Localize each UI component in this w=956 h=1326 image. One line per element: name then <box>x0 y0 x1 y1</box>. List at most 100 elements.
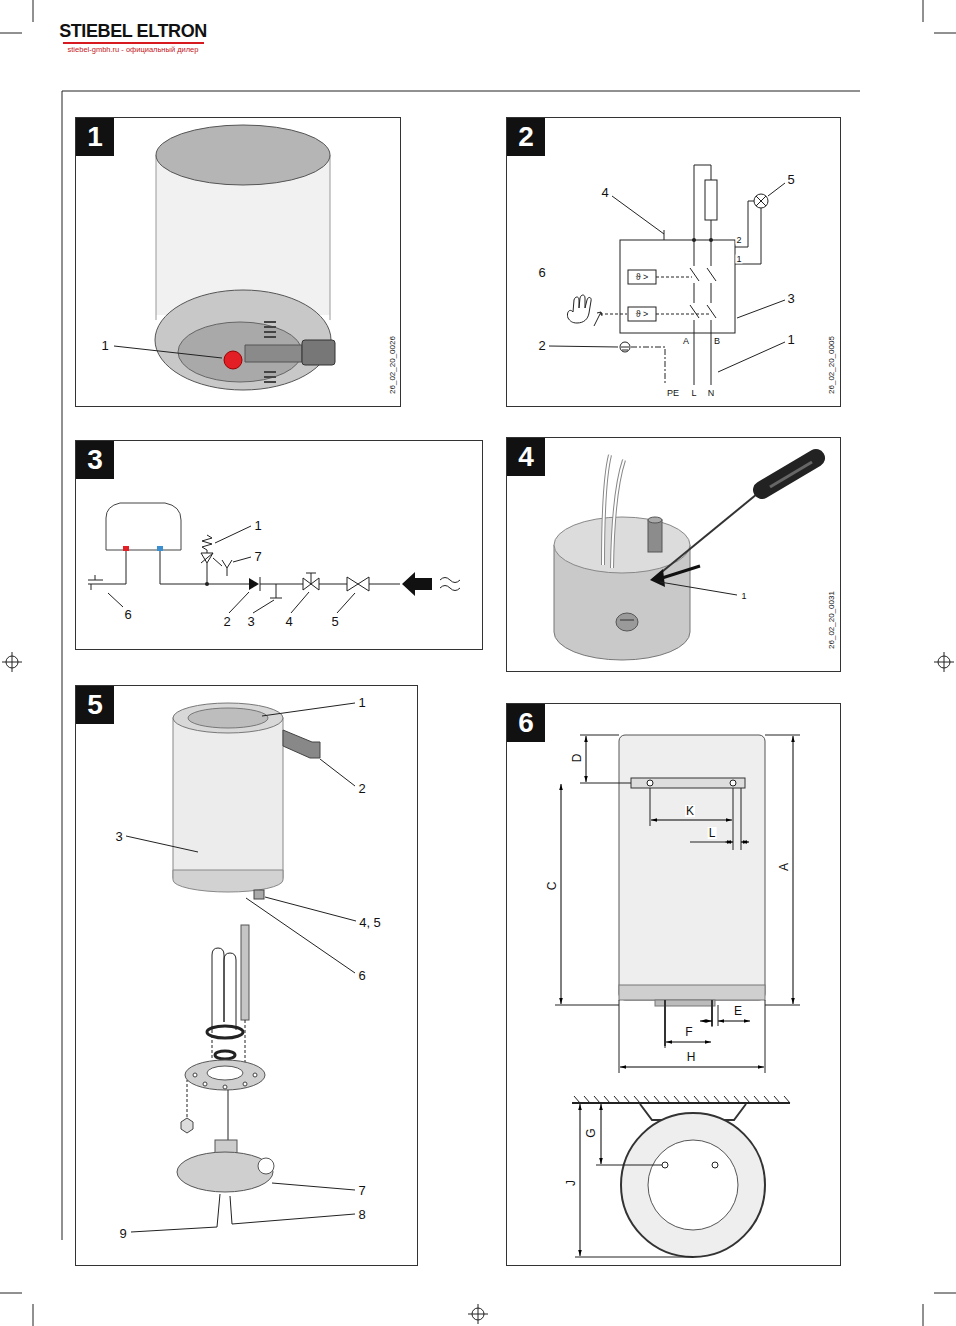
illustration-part <box>157 546 163 551</box>
illustration-part <box>793 736 794 1004</box>
illustration-part <box>594 312 602 326</box>
illustration-part <box>178 322 302 382</box>
illustration-part <box>440 578 460 591</box>
figure-panel: 2 <box>506 117 841 407</box>
illustration-part <box>628 270 656 284</box>
mains-label: L <box>690 389 697 398</box>
illustration-part <box>567 295 591 323</box>
callout-number: 6 <box>537 266 546 279</box>
illustration-part <box>173 703 283 733</box>
illustration-part <box>212 948 236 1030</box>
illustration-part <box>549 165 785 385</box>
illustration-part <box>737 300 785 318</box>
illustration-part <box>207 1026 243 1038</box>
drawing-code: 26_02_20_0031 <box>828 590 836 650</box>
callout-number: 5 <box>330 615 339 628</box>
illustration-part <box>561 784 562 1004</box>
thermostat-symbol: ϑ > <box>635 273 650 282</box>
dimension-label: E <box>733 1005 743 1017</box>
illustration-part <box>131 1194 220 1232</box>
illustration-part <box>207 563 208 584</box>
illustration-part <box>306 573 316 584</box>
illustration-part <box>631 347 665 385</box>
drawing-code: 26_02_20_0005 <box>828 335 836 395</box>
illustration-part <box>648 517 662 523</box>
illustration-part <box>291 592 309 613</box>
illustration-part <box>230 1196 355 1224</box>
illustration-part <box>88 575 103 590</box>
panel-number: 3 <box>76 441 114 479</box>
illustration-part <box>628 307 656 321</box>
illustration-part <box>126 836 198 852</box>
illustration-part <box>934 652 954 672</box>
drawing-code: 26_02_20_0026 <box>389 335 397 395</box>
illustration-part <box>620 1067 764 1068</box>
illustration-part <box>63 42 204 44</box>
illustration-part <box>662 1162 668 1168</box>
callout-number: 9 <box>118 1227 127 1240</box>
callout-number: 1 <box>740 592 747 601</box>
mains-label: PE <box>666 389 680 398</box>
callout-number: 4 <box>284 615 293 628</box>
illustration-part <box>88 503 460 613</box>
figure-panel: 1 <box>75 117 401 407</box>
illustration-part <box>612 196 664 240</box>
illustration-part <box>619 985 765 1000</box>
callout-number: 6 <box>357 969 366 982</box>
illustration-part <box>173 870 283 892</box>
panel-number: 2 <box>507 118 545 156</box>
callout-number: 1 <box>100 339 109 352</box>
illustration-part <box>258 1158 274 1174</box>
illustration-part <box>265 897 356 921</box>
illustration-part <box>586 736 587 782</box>
illustration-part <box>631 778 745 788</box>
illustration-part <box>173 718 283 878</box>
illustration-part <box>241 925 249 1020</box>
illustration-part <box>718 1005 719 1026</box>
dimension-label: D <box>571 753 583 764</box>
illustration-part <box>705 180 717 220</box>
illustration-part <box>207 1066 243 1080</box>
illustration-part <box>620 620 634 621</box>
illustration-part <box>580 1104 581 1256</box>
illustration-part <box>603 455 624 568</box>
illustration-part <box>662 566 700 578</box>
illustration-part <box>272 1183 355 1190</box>
illustration-part <box>709 238 713 242</box>
illustration-part <box>253 600 274 613</box>
illustration-part <box>718 342 785 372</box>
illustration-part <box>123 546 129 551</box>
dimension-label: L <box>708 827 717 839</box>
illustration-part <box>347 577 369 591</box>
illustration-part <box>666 1042 711 1043</box>
illustration-part <box>762 458 816 490</box>
callout-number: 4 <box>600 186 609 199</box>
callout-number: 1 <box>357 696 366 709</box>
illustration-part <box>177 1152 273 1192</box>
terminal-label: 2 <box>735 236 742 245</box>
illustration-part <box>651 820 732 821</box>
callout-number: 1 <box>786 333 795 346</box>
dimension-label: J <box>565 1179 577 1187</box>
illustration-part <box>262 703 355 716</box>
illustration-part <box>620 240 735 333</box>
illustration-part <box>700 1021 712 1022</box>
illustration-part <box>402 572 432 596</box>
illustration-part <box>114 346 222 358</box>
illustration-part <box>253 1073 257 1077</box>
illustration-part <box>601 1104 602 1164</box>
callout-number: 2 <box>357 782 366 795</box>
illustration-part <box>201 553 213 563</box>
callout-number: 2 <box>537 339 546 352</box>
mains-label: N <box>707 389 716 398</box>
panel-number: 4 <box>507 438 545 476</box>
illustration-part <box>215 526 251 543</box>
illustration-part <box>692 238 696 242</box>
illustration-part <box>690 842 725 843</box>
illustration-part <box>181 1118 193 1133</box>
thermostat-symbol: ϑ > <box>635 310 650 319</box>
illustration-part <box>725 842 733 843</box>
illustration-part <box>648 1140 738 1230</box>
